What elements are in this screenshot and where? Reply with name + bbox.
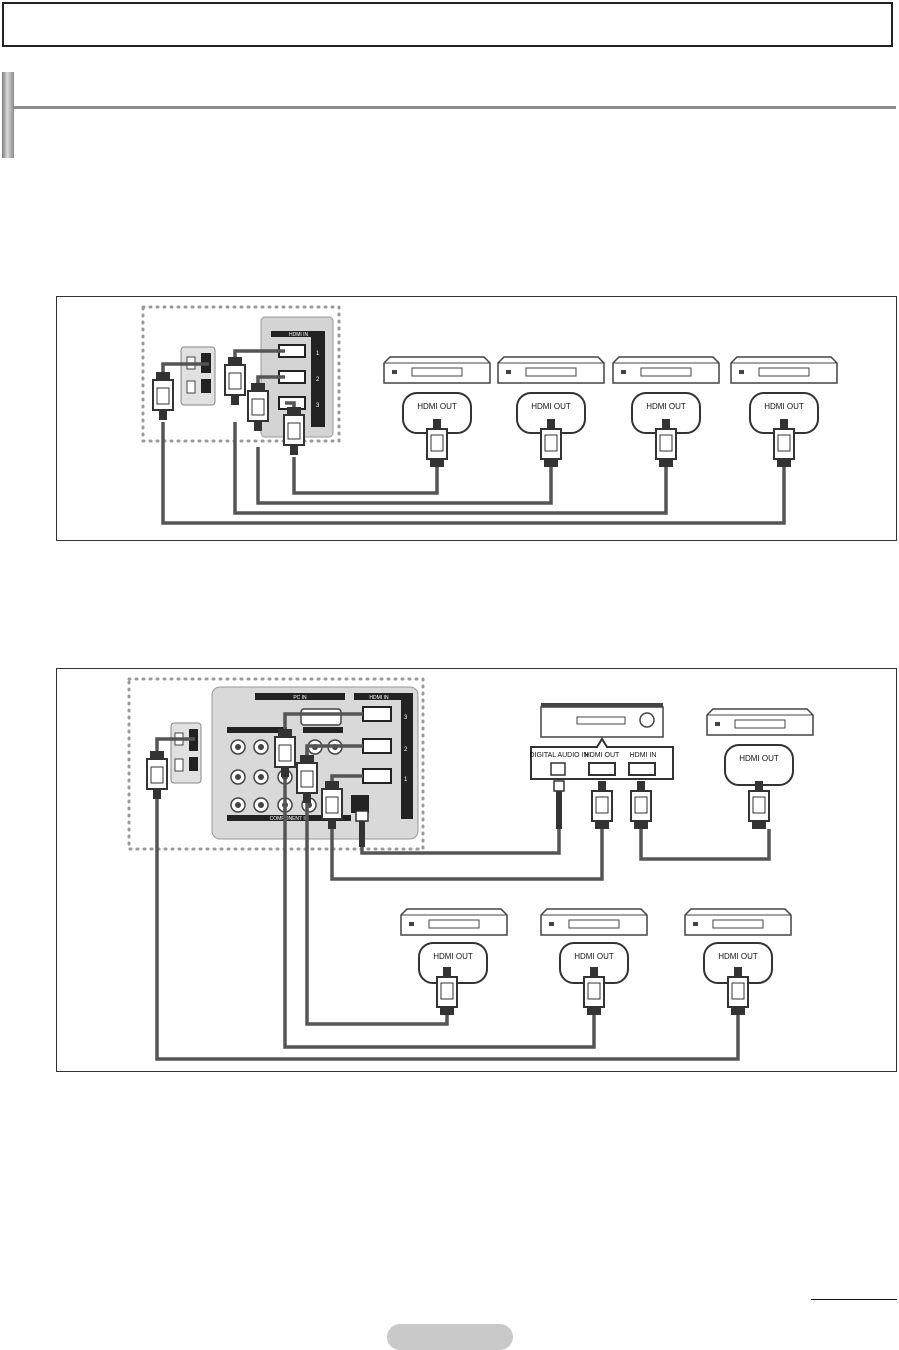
bd-player-bottom-3: HDMI OUT bbox=[684, 908, 792, 1016]
bd-player-icon bbox=[730, 356, 838, 384]
header-box bbox=[2, 2, 893, 47]
bd-player-bottom-1: HDMI OUT bbox=[400, 908, 508, 1016]
bd-player-icon bbox=[540, 908, 648, 936]
port-label-3: 3 bbox=[404, 715, 408, 721]
bd-player-1: HDMI OUT bbox=[383, 356, 491, 468]
port-label-2: 2 bbox=[316, 377, 320, 383]
hdmi-plug-icon bbox=[630, 780, 652, 830]
port-label-3: 3 bbox=[316, 403, 320, 409]
optical-plug-icon bbox=[355, 810, 369, 847]
component-in-label: COMPONENT IN bbox=[270, 816, 309, 822]
bd-player-4: HDMI OUT bbox=[730, 356, 838, 468]
section-rule bbox=[14, 106, 896, 109]
bd-player-icon bbox=[400, 908, 508, 936]
hdmi-out-label: HDMI OUT bbox=[433, 952, 473, 961]
hdmi-out-label: HDMI OUT bbox=[417, 402, 457, 411]
av-receiver-group: DIGITAL AUDIO IN HDMI OUT HDMI IN bbox=[529, 703, 674, 830]
hdmi-out-label: HDMI OUT bbox=[531, 402, 571, 411]
bd-player-icon bbox=[706, 708, 814, 736]
bd-player-icon bbox=[684, 908, 792, 936]
bd-player-3: HDMI OUT bbox=[612, 356, 720, 468]
bd-player-bottom-2: HDMI OUT bbox=[540, 908, 648, 1016]
tv-side-panel-icon bbox=[170, 722, 202, 784]
page-number-pill bbox=[387, 1324, 513, 1350]
receiver-hdmi-out-label: HDMI OUT bbox=[585, 752, 620, 759]
diagram-1-svg: HDMI IN 1 2 3 HDMI OUT bbox=[141, 305, 838, 525]
hdmi-out-label: HDMI OUT bbox=[718, 952, 758, 961]
port-label-2: 2 bbox=[404, 747, 408, 753]
hdmi-out-label: HDMI OUT bbox=[739, 754, 779, 763]
hdmi-out-label: HDMI OUT bbox=[764, 402, 804, 411]
bd-player-icon bbox=[497, 356, 605, 384]
tv-side-panel-icon bbox=[180, 346, 216, 406]
bd-player-icon bbox=[612, 356, 720, 384]
tv-region-outline bbox=[141, 305, 341, 443]
av-receiver-icon bbox=[540, 703, 664, 738]
section-marker bbox=[2, 72, 14, 158]
hdmi-in-label: HDMI IN bbox=[289, 332, 309, 338]
receiver-hdmi-in-label: HDMI IN bbox=[630, 752, 657, 759]
figure-hdmi-connection-2: PC IN HDMI IN 3 2 1 bbox=[56, 668, 897, 1072]
bd-player-icon bbox=[383, 356, 491, 384]
hdmi-plug-icon bbox=[591, 780, 613, 830]
hdmi-in-label: HDMI IN bbox=[369, 695, 389, 701]
hdmi-out-label: HDMI OUT bbox=[646, 402, 686, 411]
port-label-1: 1 bbox=[316, 351, 320, 357]
hdmi-cables bbox=[161, 349, 786, 525]
hdmi-out-label: HDMI OUT bbox=[574, 952, 614, 961]
tv-rear-panel-icon: HDMI IN 1 2 3 bbox=[260, 316, 334, 438]
hdmi-cables bbox=[155, 712, 771, 1061]
hdmi-plug-icon bbox=[224, 356, 246, 406]
continued-link[interactable] bbox=[811, 1299, 897, 1301]
port-label-1: 1 bbox=[404, 777, 408, 783]
digital-audio-in-label: DIGITAL AUDIO IN bbox=[529, 752, 588, 759]
diagram-2-svg: PC IN HDMI IN 3 2 1 bbox=[127, 677, 814, 1061]
tv-region-outline bbox=[127, 677, 425, 851]
hdmi-plug-icon bbox=[748, 780, 770, 830]
hdmi-plug-icon bbox=[146, 750, 168, 800]
bd-player-top: HDMI OUT bbox=[706, 708, 814, 830]
pc-in-label: PC IN bbox=[293, 695, 307, 701]
hdmi-plug-icon bbox=[152, 371, 174, 421]
figure-hdmi-connection-1: HDMI IN 1 2 3 HDMI OUT bbox=[56, 296, 897, 541]
bd-player-2: HDMI OUT bbox=[497, 356, 605, 468]
optical-plug-icon bbox=[553, 780, 565, 829]
hdmi-plug-icon bbox=[283, 406, 305, 456]
